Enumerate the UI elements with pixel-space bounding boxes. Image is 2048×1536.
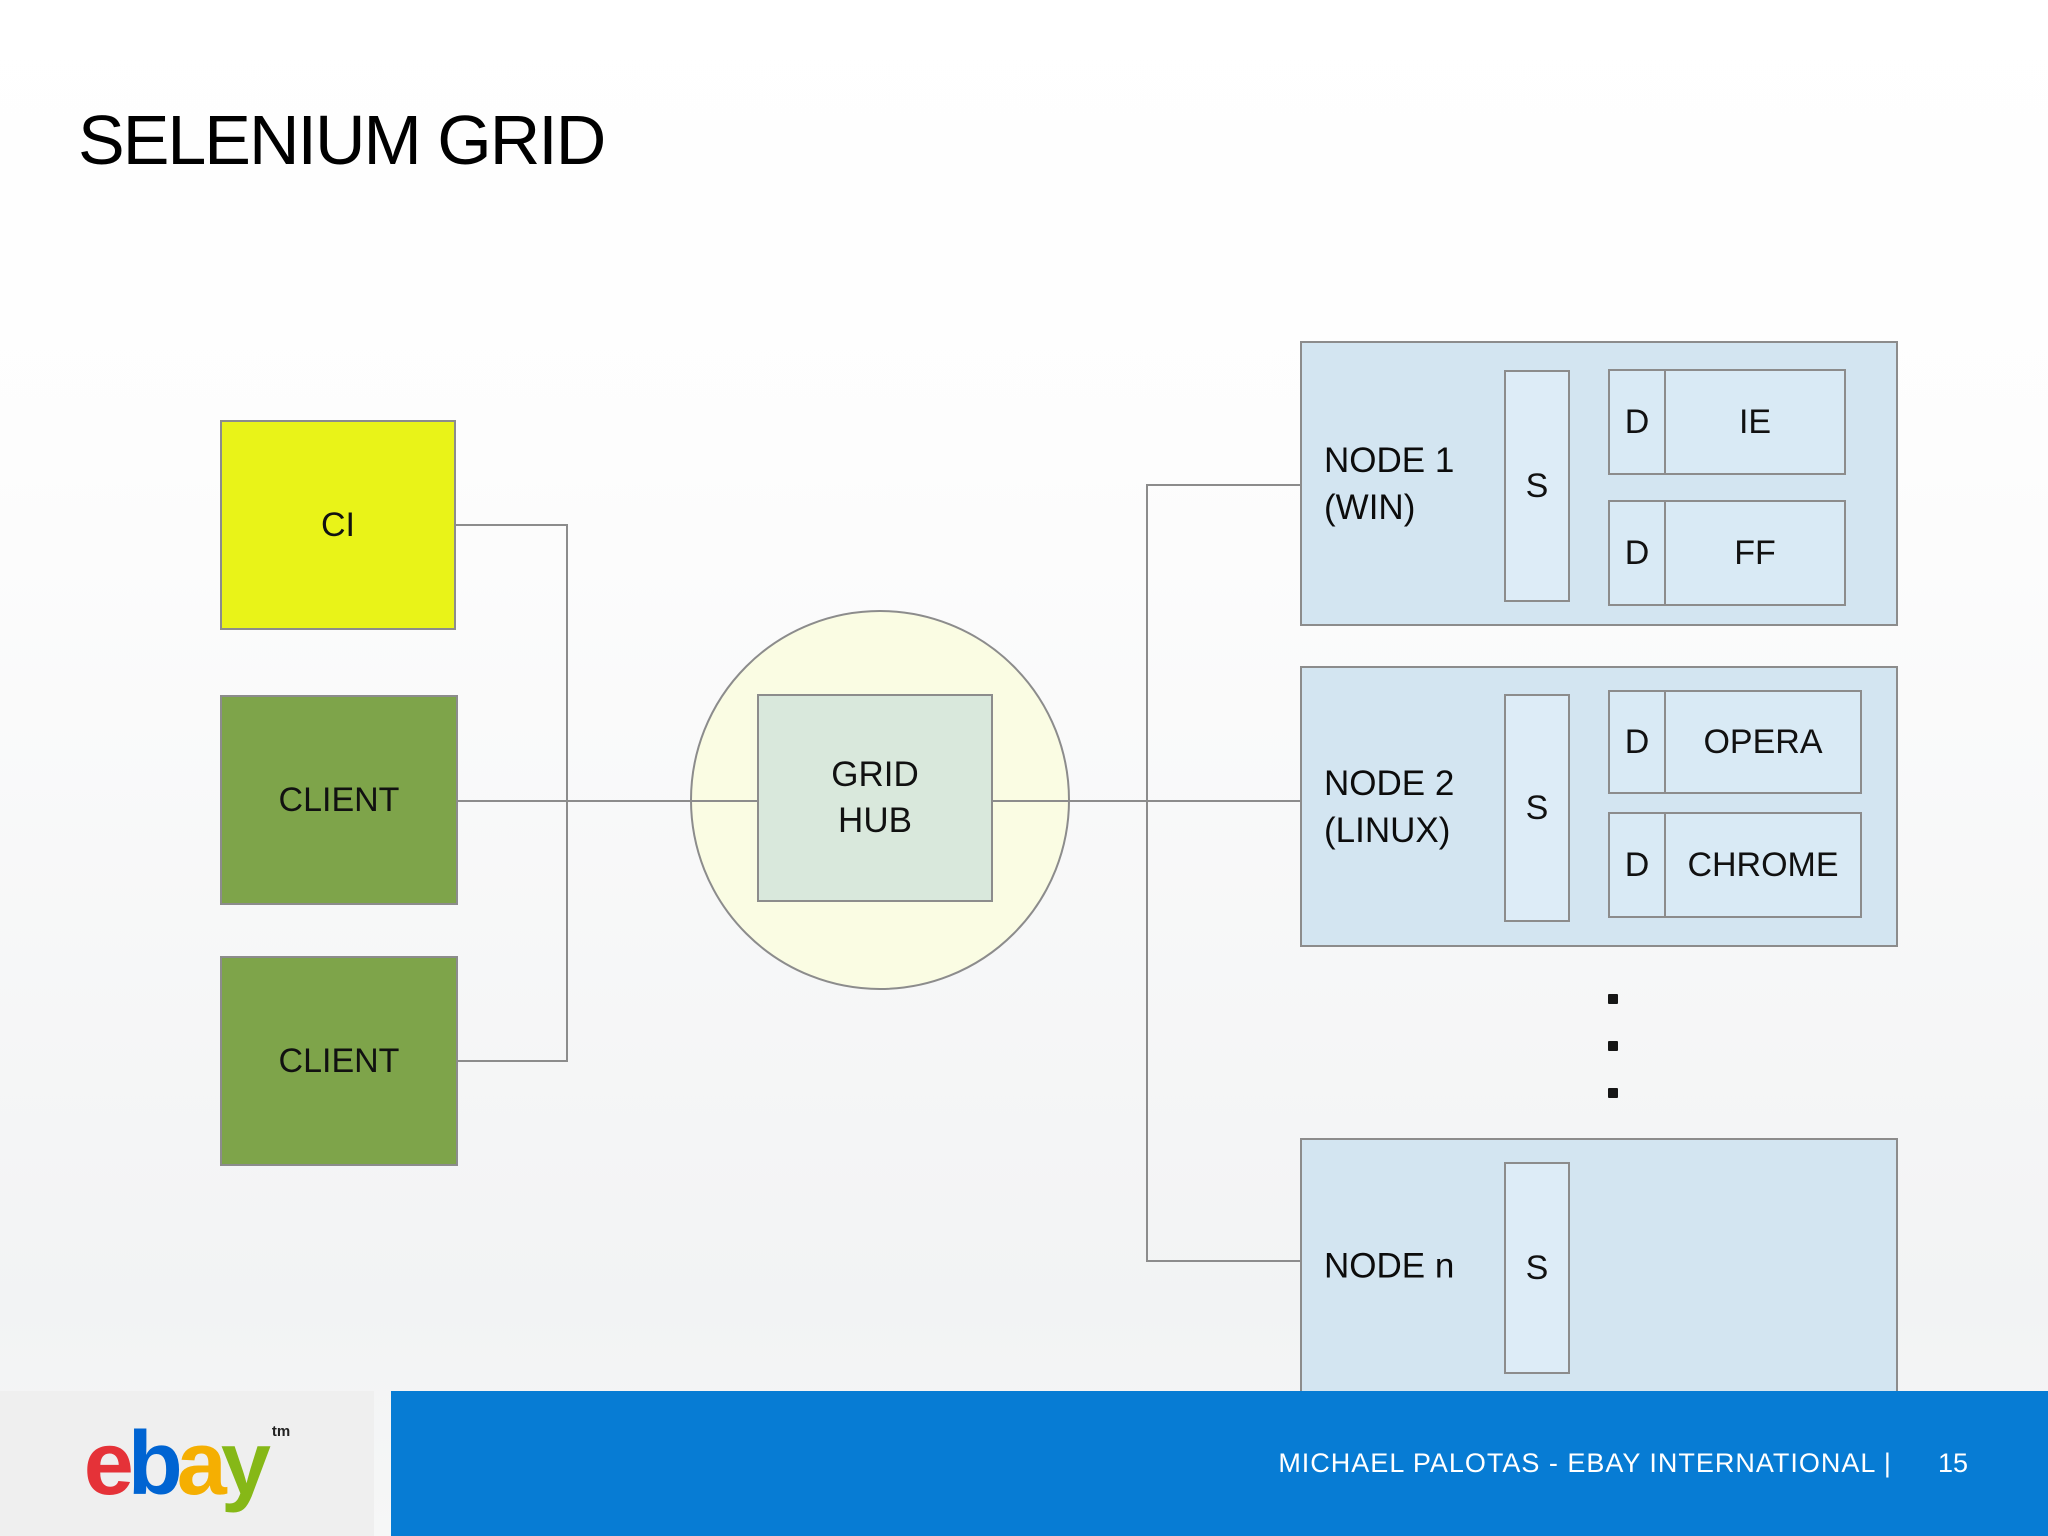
node-n-box: NODE n S <box>1300 1138 1898 1394</box>
grid-hub-box: GRID HUB <box>757 694 993 902</box>
ebay-logo-letter-b: b <box>127 1413 183 1514</box>
node-n-server-box: S <box>1504 1162 1570 1374</box>
connector-client2-stub <box>456 1060 567 1062</box>
connector-right-vertical <box>1146 484 1148 1262</box>
node-n-name: NODE n <box>1324 1246 1455 1286</box>
connector-ci-stub <box>456 524 567 526</box>
node-1-slot-1-driver: D <box>1610 371 1666 473</box>
ebay-logo-letter-e: e <box>83 1413 134 1514</box>
node-2-name: NODE 2 <box>1324 763 1455 803</box>
node-1-slot-2: D FF <box>1608 500 1846 606</box>
grid-hub-label-line2: HUB <box>838 801 912 840</box>
ebay-logo-letter-a: a <box>176 1413 227 1514</box>
page-title: SELENIUM GRID <box>78 101 606 179</box>
node-1-slot-2-browser: FF <box>1734 533 1776 572</box>
client-2-label: CLIENT <box>278 1041 400 1080</box>
ci-box: CI <box>220 420 456 630</box>
connector-node1-stub <box>1146 484 1302 486</box>
node-1-slot-2-driver: D <box>1610 502 1666 604</box>
node-2-slot-1-driver: D <box>1610 692 1666 792</box>
node-2-slot-1-browser: OPERA <box>1703 722 1823 761</box>
node-1-slot-1: D IE <box>1608 369 1846 475</box>
vertical-ellipsis <box>1608 994 1618 1135</box>
footer-credit: MICHAEL PALOTAS - EBAY INTERNATIONAL | <box>1278 1448 1892 1478</box>
node-2-label: NODE 2 (LINUX) <box>1324 759 1454 854</box>
footer-page-number: 15 <box>1937 1448 1968 1478</box>
node-1-name: NODE 1 <box>1324 440 1455 480</box>
connector-left-vertical <box>566 524 568 1062</box>
grid-hub-label-line1: GRID <box>831 754 919 794</box>
node-1-server-box: S <box>1504 370 1570 602</box>
client-1-label: CLIENT <box>278 780 400 819</box>
ellipsis-dot <box>1608 1041 1618 1051</box>
node-1-slot-1-browser: IE <box>1738 402 1772 441</box>
node-2-slot-1: D OPERA <box>1608 690 1862 794</box>
node-2-server-box: S <box>1504 694 1570 922</box>
footer-bar: MICHAEL PALOTAS - EBAY INTERNATIONAL | 1… <box>391 1391 2048 1536</box>
ebay-logo-letter-y: y <box>220 1413 271 1514</box>
ebay-logo-tm: tm <box>271 1422 291 1440</box>
node-1-box: NODE 1 (WIN) S D IE D FF <box>1300 341 1898 626</box>
client-box-2: CLIENT <box>220 956 458 1166</box>
node-1-server-label: S <box>1525 466 1549 505</box>
connector-noden-stub <box>1146 1260 1302 1262</box>
node-2-slot-2-driver: D <box>1610 814 1666 916</box>
ci-label: CI <box>321 505 355 544</box>
node-2-slot-2-browser: CHROME <box>1687 845 1839 884</box>
node-n-server-label: S <box>1525 1248 1549 1287</box>
node-2-server-label: S <box>1525 788 1549 827</box>
ellipsis-dot <box>1608 1088 1618 1098</box>
node-2-slot-2: D CHROME <box>1608 812 1862 918</box>
node-2-platform: (LINUX) <box>1324 810 1451 850</box>
node-2-box: NODE 2 (LINUX) S D OPERA D CHROME <box>1300 666 1898 947</box>
ellipsis-dot <box>1608 994 1618 1004</box>
node-n-label: NODE n <box>1324 1242 1454 1289</box>
node-1-label: NODE 1 (WIN) <box>1324 436 1454 531</box>
node-1-platform: (WIN) <box>1324 487 1416 527</box>
client-box-1: CLIENT <box>220 695 458 905</box>
